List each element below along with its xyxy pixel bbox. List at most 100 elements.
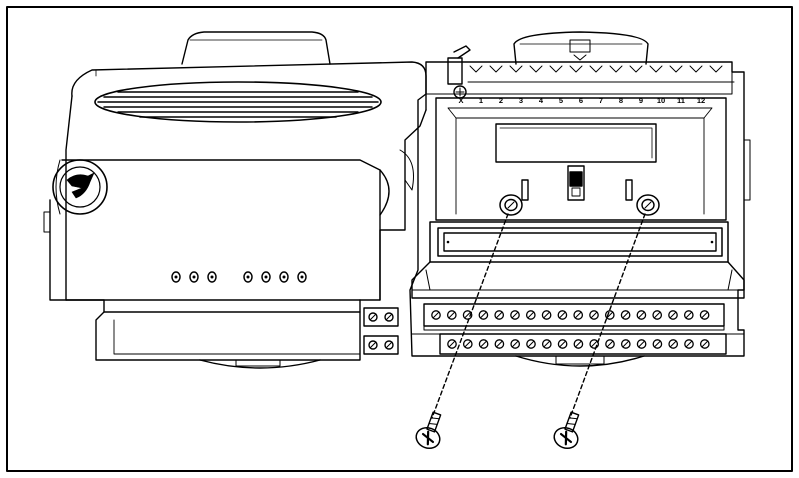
screw-terminal [620, 310, 631, 320]
terminal-label: 4 [539, 96, 544, 105]
screw-slot [606, 311, 614, 319]
screw-terminal [589, 339, 600, 349]
screw-slot [685, 311, 693, 319]
screw-slot [701, 340, 709, 348]
screw-terminal [605, 339, 615, 349]
screw-terminal [431, 310, 441, 320]
screw-terminal [699, 310, 710, 320]
screw-terminal [510, 310, 520, 320]
latch-lever [447, 45, 471, 99]
right-bottom-dial [515, 355, 645, 367]
screw-terminal [573, 339, 584, 349]
screw-icon [415, 411, 442, 450]
left-rail [49, 199, 67, 301]
left-dial [199, 359, 321, 369]
inner-panel [435, 97, 727, 221]
screw-slot [527, 340, 535, 348]
screw-terminal [462, 310, 473, 320]
eagle-logo-icon [52, 159, 108, 215]
screw-terminal [446, 310, 457, 320]
terminal-label: 11 [677, 96, 685, 105]
screw-slot [622, 340, 630, 348]
screw-slot [701, 311, 709, 319]
screw-terminal [557, 310, 568, 320]
screw-slot [590, 340, 598, 348]
screw-slot [432, 311, 440, 319]
vent-grill [94, 81, 382, 123]
screw-terminal [620, 339, 631, 349]
screw-terminal [668, 310, 678, 320]
terminal-label: 10 [657, 96, 665, 105]
screw-slot [590, 311, 598, 319]
terminal-label: 12 [697, 96, 705, 105]
terminal-label: 5 [559, 96, 563, 105]
right-top-dial [513, 31, 649, 65]
screw-terminal [447, 339, 457, 349]
screw-slot [464, 340, 472, 348]
screw-slot [638, 340, 646, 348]
screw-terminal [604, 310, 615, 320]
label-window [495, 123, 657, 163]
lower-tray [411, 261, 745, 299]
left-module [43, 31, 427, 369]
screw-slot [448, 311, 456, 319]
terminal-label: 3 [519, 96, 523, 105]
side-notch [379, 169, 390, 216]
slot-right [625, 179, 633, 201]
screw-slot [606, 340, 614, 348]
screw-slot [495, 311, 503, 319]
screw-slot [479, 311, 487, 319]
screw-guide-lines [431, 213, 646, 419]
screw-terminal [668, 339, 679, 349]
screw-terminal [478, 339, 489, 349]
screw-slot [543, 311, 551, 319]
screw-slot [559, 340, 567, 348]
screw-terminal [652, 310, 663, 320]
screw-slot [669, 311, 677, 319]
screw-terminal [525, 310, 536, 320]
screw-slot [448, 340, 456, 348]
mounting-hole-left [499, 194, 523, 216]
screw-terminal [526, 339, 536, 349]
slot-left [521, 179, 529, 201]
screw-slot [622, 311, 630, 319]
screw-terminal [541, 310, 552, 320]
mounting-hole-right [636, 194, 660, 216]
right-housing [409, 61, 745, 357]
screw-icon [553, 411, 580, 450]
terminal-label: X [458, 96, 463, 105]
screw-slot [653, 340, 661, 348]
screw-slot [527, 311, 535, 319]
terminal-label: 2 [499, 96, 503, 105]
screw-slot [464, 311, 472, 319]
screw-slot [543, 340, 551, 348]
connector-bar [429, 221, 729, 263]
screw-terminal [652, 339, 663, 349]
led-indicators [171, 271, 307, 283]
screw-terminal [557, 339, 568, 349]
screw-slot [685, 340, 693, 348]
terminal-label: 9 [639, 96, 643, 105]
screw-terminal [462, 339, 473, 349]
screw-terminal [636, 310, 647, 320]
screw-slot [495, 340, 503, 348]
screw-terminal [573, 310, 584, 320]
side-terminals [363, 307, 399, 355]
terminal-block-upper [423, 303, 725, 331]
screw-slot [511, 340, 519, 348]
screw-slot [511, 311, 519, 319]
screw-terminal [636, 339, 647, 349]
left-top-cover [71, 61, 427, 111]
front-face-top [61, 159, 381, 301]
terminal-label: 6 [579, 96, 583, 105]
screw-terminal [541, 339, 552, 349]
screw-terminal [494, 310, 505, 320]
left-base [95, 311, 361, 361]
screw-terminal [510, 339, 521, 349]
screw-terminal [699, 339, 710, 349]
screw-terminal [589, 310, 599, 320]
left-handle [181, 31, 331, 65]
